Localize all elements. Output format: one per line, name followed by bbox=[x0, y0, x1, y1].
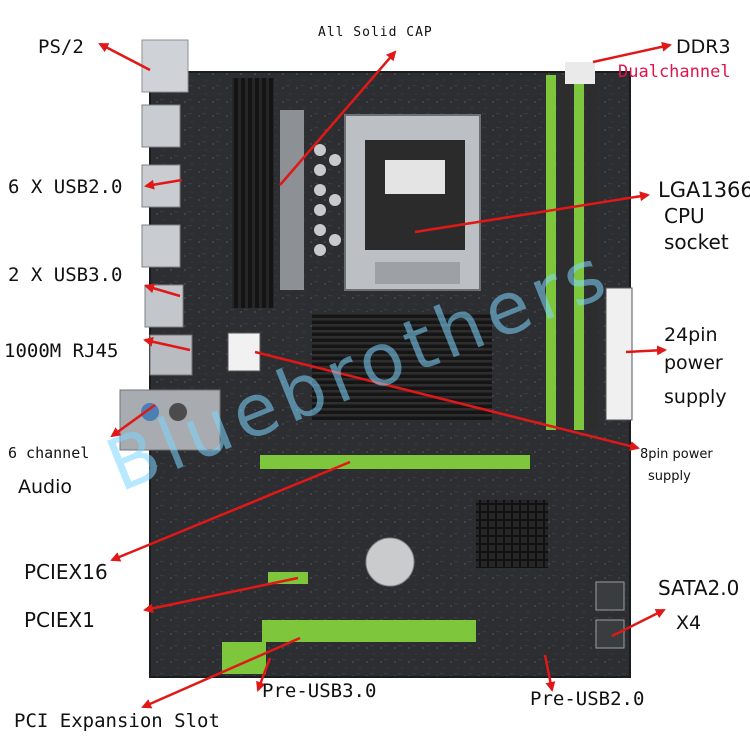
label-ddr3: DDR3 bbox=[676, 36, 731, 58]
arrow-pre-usb30 bbox=[256, 657, 272, 692]
ram-slot bbox=[588, 75, 598, 430]
choke-row bbox=[280, 110, 304, 290]
label-usb30: 2 X USB3.0 bbox=[8, 264, 123, 286]
label-pci-expansion-slot: PCI Expansion Slot bbox=[14, 710, 220, 732]
label-dual-channel: Dualchannel bbox=[618, 62, 731, 82]
arrow-24pin bbox=[625, 345, 667, 356]
arrow-ddr3 bbox=[592, 41, 672, 64]
annotation-arrows bbox=[98, 41, 672, 709]
label-ps2: PS/2 bbox=[38, 36, 84, 58]
arrow-lga1366 bbox=[414, 191, 650, 234]
arrow-pre-usb20 bbox=[543, 654, 556, 692]
label-8pin-2: supply bbox=[648, 469, 691, 484]
socket-cover bbox=[385, 160, 445, 194]
pciex16-slot bbox=[260, 455, 530, 469]
label-lga1366: LGA1366 bbox=[658, 178, 750, 202]
audio-jack bbox=[169, 403, 187, 421]
label-sata-2: X4 bbox=[676, 612, 702, 634]
sata-ports bbox=[595, 581, 625, 649]
vrm-heatsink bbox=[232, 78, 274, 308]
socket-pins bbox=[365, 140, 465, 250]
label-rj45: 1000M RJ45 bbox=[4, 340, 119, 362]
arrow-pciex1 bbox=[143, 576, 299, 614]
ram-slot bbox=[574, 75, 584, 430]
label-8pin-1: 8pin power bbox=[640, 447, 713, 462]
socket-lever bbox=[375, 262, 460, 284]
arrow-sata bbox=[611, 608, 666, 638]
cmos-battery bbox=[365, 537, 415, 587]
24pin-connector bbox=[605, 287, 633, 421]
label-all-solid-cap: All Solid CAP bbox=[318, 25, 433, 40]
label-24pin-3: supply bbox=[664, 386, 727, 408]
rj45-port bbox=[149, 334, 193, 376]
label-pre-usb30: Pre-USB3.0 bbox=[262, 680, 377, 702]
ram-slot bbox=[560, 75, 570, 430]
southbridge-heatsink bbox=[476, 500, 548, 568]
label-24pin-1: 24pin bbox=[664, 324, 718, 346]
label-pciex16: PCIEX16 bbox=[24, 560, 108, 584]
ram-slot bbox=[546, 75, 556, 430]
usb-port bbox=[141, 104, 181, 148]
ram-slots bbox=[546, 62, 598, 430]
label-pre-usb20: Pre-USB2.0 bbox=[530, 688, 645, 710]
arrow-ps2 bbox=[98, 42, 151, 72]
audio-jack bbox=[141, 403, 159, 421]
label-pciex1: PCIEX1 bbox=[24, 608, 95, 632]
arrow-8pin bbox=[254, 350, 640, 451]
usb-port bbox=[141, 224, 181, 268]
pci-slot bbox=[262, 620, 476, 642]
cpu-socket bbox=[344, 114, 481, 291]
label-sata-1: SATA2.0 bbox=[658, 576, 740, 600]
arrow-pciex16 bbox=[110, 460, 351, 562]
capacitors bbox=[280, 110, 341, 290]
arrow-audio bbox=[110, 403, 156, 438]
arrow-usb30 bbox=[144, 283, 181, 298]
arrow-rj45 bbox=[143, 336, 191, 352]
arrow-usb20 bbox=[144, 178, 183, 190]
label-audio-1: 6 channel bbox=[8, 444, 90, 462]
ram-latch bbox=[565, 62, 595, 84]
label-audio-2: Audio bbox=[18, 476, 73, 498]
arrow-pci bbox=[141, 636, 301, 709]
8pin-connector bbox=[227, 332, 261, 372]
arrow-solid-cap bbox=[279, 50, 397, 186]
ps2-port bbox=[141, 39, 189, 93]
audio-jacks bbox=[119, 389, 221, 451]
label-usb20: 6 X USB2.0 bbox=[8, 176, 123, 198]
label-cpu: CPU bbox=[664, 204, 705, 228]
label-24pin-2: power bbox=[664, 352, 723, 374]
label-socket: socket bbox=[664, 230, 729, 254]
